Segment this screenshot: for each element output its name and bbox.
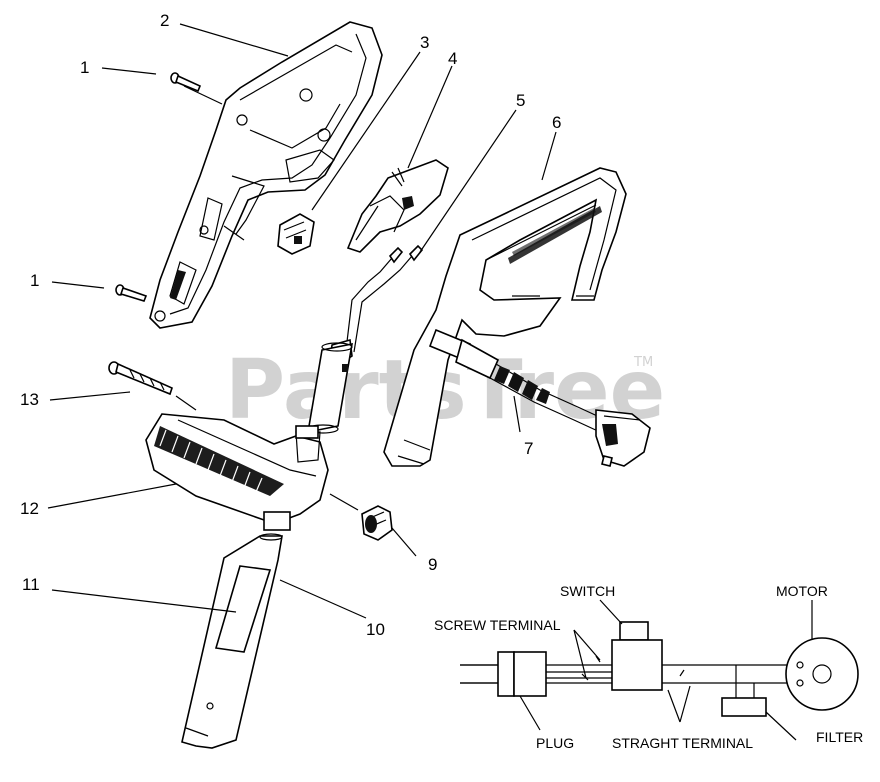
cord-sleeve-tube[interactable] <box>307 342 353 434</box>
callout-6: 6 <box>552 113 561 132</box>
callout-12: 12 <box>20 499 39 518</box>
screw-terminal-label: SCREW TERMINAL <box>434 617 561 633</box>
part-4-trigger[interactable] <box>346 159 449 253</box>
part-2-handle-housing[interactable] <box>149 21 383 329</box>
callout-4: 4 <box>448 49 457 68</box>
straight-terminal-label: STRAGHT TERMINAL <box>612 735 753 751</box>
callout-10: 10 <box>366 620 385 639</box>
plug-symbol <box>497 651 547 697</box>
callout-leaders <box>47 23 557 619</box>
callout-11: 11 <box>22 575 40 594</box>
callout-1-bottom: 1 <box>30 271 39 290</box>
part-7-cord-strain-relief[interactable] <box>428 328 651 467</box>
part-11-label[interactable] <box>214 565 272 653</box>
part-6-handle-loop[interactable] <box>383 167 627 467</box>
watermark-tm: TM <box>633 355 653 370</box>
switch-symbol <box>611 621 663 691</box>
callout-5: 5 <box>516 91 525 110</box>
switch-label: SWITCH <box>560 583 615 599</box>
part-9-knob[interactable] <box>361 505 393 541</box>
plug-label: PLUG <box>536 735 574 751</box>
callout-9: 9 <box>428 555 437 574</box>
motor-label: MOTOR <box>776 583 828 599</box>
callout-3: 3 <box>420 33 429 52</box>
callout-2: 2 <box>160 11 169 30</box>
part-3-switch[interactable] <box>277 213 315 255</box>
part-1-screw-top[interactable] <box>170 72 202 93</box>
callout-7: 7 <box>524 439 533 458</box>
motor-symbol <box>785 637 859 711</box>
filter-label: FILTER <box>816 729 863 745</box>
part-1-screw-bottom[interactable] <box>115 284 148 302</box>
part-12-lower-grip[interactable] <box>145 413 329 531</box>
filter-symbol <box>721 665 767 717</box>
part-13-long-screw[interactable] <box>108 361 173 396</box>
callout-13: 13 <box>20 390 39 409</box>
callout-1-top: 1 <box>80 58 89 77</box>
wiring-schematic <box>460 599 859 741</box>
